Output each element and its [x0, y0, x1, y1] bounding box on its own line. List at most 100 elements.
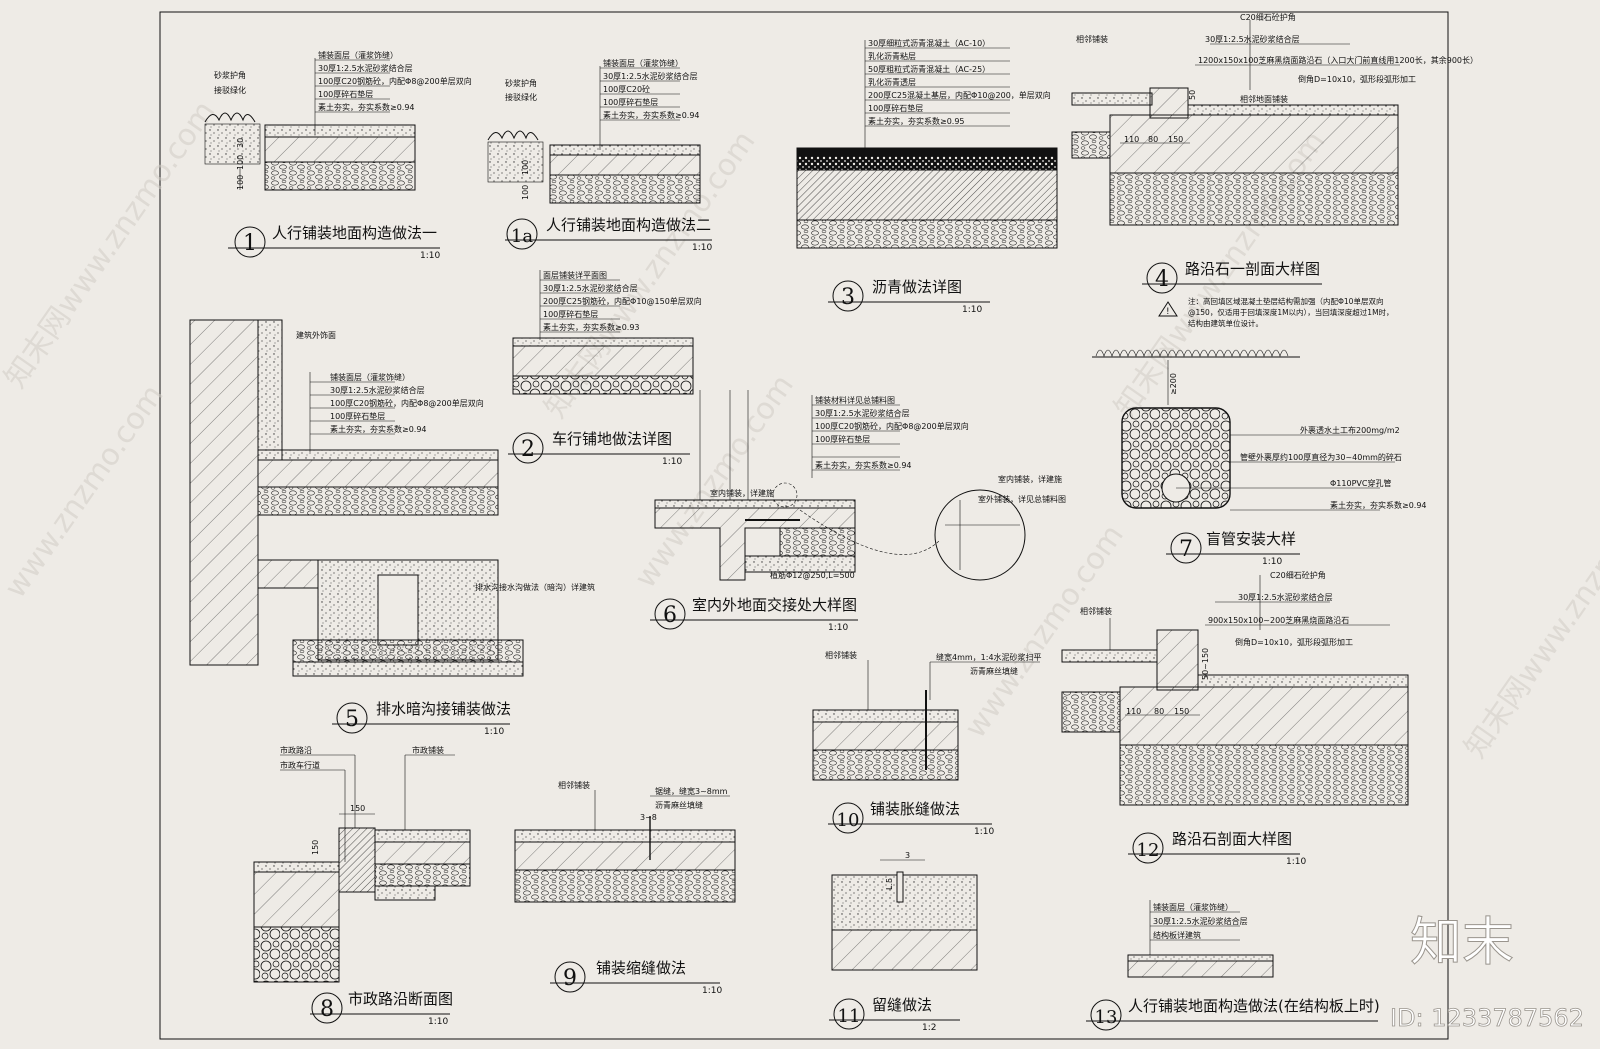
detail-number: 9	[563, 966, 577, 991]
layer-note: 30厚1:2.5水泥砂浆结合层	[543, 283, 638, 293]
detail-scale: 1:10	[974, 827, 994, 837]
layer-note: 100厚碎石垫层	[868, 103, 923, 113]
layer-note: 相邻地面铺装	[1240, 94, 1288, 104]
layer-note: 100厚碎石垫层	[318, 89, 373, 99]
logo-text: 知末	[1410, 913, 1514, 973]
layer-note: 100厚C20钢筋砼，内配Φ8@200单层双向	[330, 398, 484, 408]
layer-note: 铺装面层（灌浆饰缝）	[330, 372, 410, 382]
layer-note: 市政路沿	[280, 745, 312, 755]
detail-number: 6	[663, 603, 677, 628]
layer-note: 外裹透水土工布200mg/m2	[1300, 425, 1400, 435]
brand-logo: 知末 ID: 1233787562	[1390, 913, 1585, 1033]
layer-note: 素土夯实，夯实系数≥0.95	[868, 116, 965, 126]
layer-note: C20细石砼护角	[1240, 12, 1296, 22]
layer-note: 30厚1:2.5水泥砂浆结合层	[330, 385, 425, 395]
detail-number: 4	[1155, 267, 1169, 292]
detail-number: 8	[320, 997, 334, 1022]
side-label: 砂浆护角	[214, 70, 246, 80]
layer-note: 素土夯实，夯实系数≥0.94	[318, 102, 415, 112]
layer-note: 结构板详建筑	[1153, 930, 1201, 940]
layer-note: 相邻铺装	[558, 780, 590, 790]
detail-7: ≥200 外裹透水土工布200mg/m2 管壁外裹厚约100厚直径为30~40m…	[1092, 349, 1427, 567]
layer-note: 100厚C20砼	[603, 84, 650, 94]
dim-label: 150	[1174, 707, 1189, 716]
layer-note: 相邻铺装	[825, 650, 857, 660]
dim-label: 100	[521, 160, 530, 175]
detail-1: 30 100 100 铺装面层（灌浆饰缝） 30厚1:2.5水泥砂浆结合层 10…	[204, 50, 472, 261]
detail-title: 路沿石剖面大样图	[1172, 830, 1292, 848]
detail-number: 1	[243, 231, 257, 256]
layer-note: 30厚1:2.5水泥砂浆结合层	[603, 71, 698, 81]
layer-note: 缝宽4mm，1:4水泥砂浆扫平	[936, 652, 1042, 662]
detail-title: 人行铺装地面构造做法二	[546, 216, 711, 234]
layer-note: 乳化沥青透层	[868, 77, 916, 87]
detail-title: 沥青做法详图	[872, 278, 962, 296]
detail-number: 13	[1095, 1007, 1118, 1028]
layer-note: 素土夯实，夯实系数≥0.94	[1330, 500, 1427, 510]
side-label: 接驳绿化	[505, 92, 537, 102]
dim-label: 80	[1154, 707, 1164, 716]
layer-note: 倒角D=10x10，弧形段弧形加工	[1298, 74, 1416, 84]
dim-label: 150	[350, 804, 365, 813]
layer-note: 沥青麻丝填缝	[970, 666, 1018, 676]
detail-1a: 100 100 铺装面层（灌浆饰缝） 30厚1:2.5水泥砂浆结合层 100厚C…	[487, 58, 712, 253]
layer-note: 铺装材料详见总铺料图	[815, 395, 895, 405]
detail-title: 人行铺装地面构造做法(在结构板上时)	[1128, 997, 1380, 1015]
dim-label: 50	[1188, 90, 1197, 100]
layer-note: 30厚细粒式沥青混凝土（AC-10）	[868, 38, 990, 48]
dim-label: ≥200	[1169, 373, 1178, 395]
detail-scale: 1:10	[828, 623, 848, 633]
layer-note: 管壁外裹厚约100厚直径为30~40mm的碎石	[1240, 452, 1402, 462]
detail-6: 室内铺装，详建施 铺装材料详见总铺料图 30厚1:2.5水泥砂浆结合层 100厚…	[650, 390, 1066, 633]
detail-scale: 1:2	[922, 1023, 936, 1033]
detail-11: 3 L.5 11 留缝做法 1:2	[829, 851, 978, 1033]
layer-note: 30厚1:2.5水泥砂浆结合层	[815, 408, 910, 418]
side-label: 接驳绿化	[214, 85, 246, 95]
detail-scale: 1:10	[962, 305, 982, 315]
detail-4: 110 80 150 50 C20细石砼护角 30厚1:2.5水泥砂浆结合层 1…	[1071, 12, 1478, 328]
dim-label: 30	[236, 138, 245, 148]
layer-note: 建筑外饰面	[296, 330, 336, 340]
detail-scale: 1:10	[662, 457, 682, 467]
layer-note: 铺装面层（灌浆饰缝）	[318, 50, 398, 60]
layer-note: 市政车行道	[280, 760, 320, 770]
layer-note: 市政铺装	[412, 745, 444, 755]
detail-12: 110 80 150 50~150 C20细石砼护角 30厚1:2.5水泥砂浆结…	[1061, 570, 1409, 867]
layer-note: 30厚1:2.5水泥砂浆结合层	[318, 63, 413, 73]
warning-note: 注：高回填区域混凝土垫层结构需加强（内配Φ10单层双向@150，仅适用于回填深度…	[1188, 297, 1394, 328]
detail-scale: 1:10	[484, 727, 504, 737]
detail-scale: 1:10	[420, 251, 440, 261]
detail-number-circle	[234, 226, 266, 258]
layer-note: 100厚碎石垫层	[603, 97, 658, 107]
svg-text:!: !	[1166, 307, 1170, 317]
layer-note: 100厚碎石垫层	[543, 309, 598, 319]
detail-title: 留缝做法	[872, 996, 932, 1014]
detail-10: 相邻铺装 缝宽4mm，1:4水泥砂浆扫平 沥青麻丝填缝 10 铺装胀缝做法 1:…	[812, 650, 1042, 837]
layer-note: 素土夯实，夯实系数≥0.94	[603, 110, 700, 120]
layer-note: 100厚C20钢筋砼，内配Φ8@200单层双向	[318, 76, 472, 86]
detail-title: 排水暗沟接铺装做法	[376, 700, 511, 718]
dim-label: L.5	[885, 878, 894, 890]
detail-2: 面层铺装详平面图 30厚1:2.5水泥砂浆结合层 200厚C25钢筋砼，内配Φ1…	[508, 270, 702, 467]
detail-scale: 1:10	[1286, 857, 1306, 867]
detail-scale: 1:10	[692, 243, 712, 253]
layer-note: C20细石砼护角	[1270, 570, 1326, 580]
watermark: 知末网www.znzmo.com	[1458, 465, 1600, 765]
layer-note: 相邻铺装	[1076, 34, 1108, 44]
layer-note: Φ110PVC穿孔管	[1330, 478, 1391, 488]
layer-note: 200厚C25钢筋砼，内配Φ10@150单层双向	[543, 296, 702, 306]
layer-note: 锯缝，缝宽3~8mm	[655, 786, 728, 796]
warning-icon	[1158, 301, 1178, 317]
layer-note: 室内铺装，详建施	[998, 474, 1062, 484]
detail-title: 路沿石一剖面大样图	[1185, 260, 1320, 278]
layer-note: 50厚粗粒式沥青混凝土（AC-25）	[868, 64, 990, 74]
layer-note: 沥青麻丝填缝	[655, 800, 703, 810]
layer-note: 900x150x100~200芝麻黑烧面路沿石	[1208, 615, 1349, 625]
dim-label: 150	[1168, 135, 1183, 144]
dim-label: 150	[311, 840, 320, 855]
detail-8: 150 150 市政路沿 市政车行道 市政铺装 8 市政路沿断面图 1:10	[253, 745, 471, 1027]
layer-note: 30厚1:2.5水泥砂浆结合层	[1153, 916, 1248, 926]
dim-label: 80	[1148, 135, 1158, 144]
detail-scale: 1:10	[702, 986, 722, 996]
layer-note: 素土夯实，夯实系数≥0.94	[330, 424, 427, 434]
